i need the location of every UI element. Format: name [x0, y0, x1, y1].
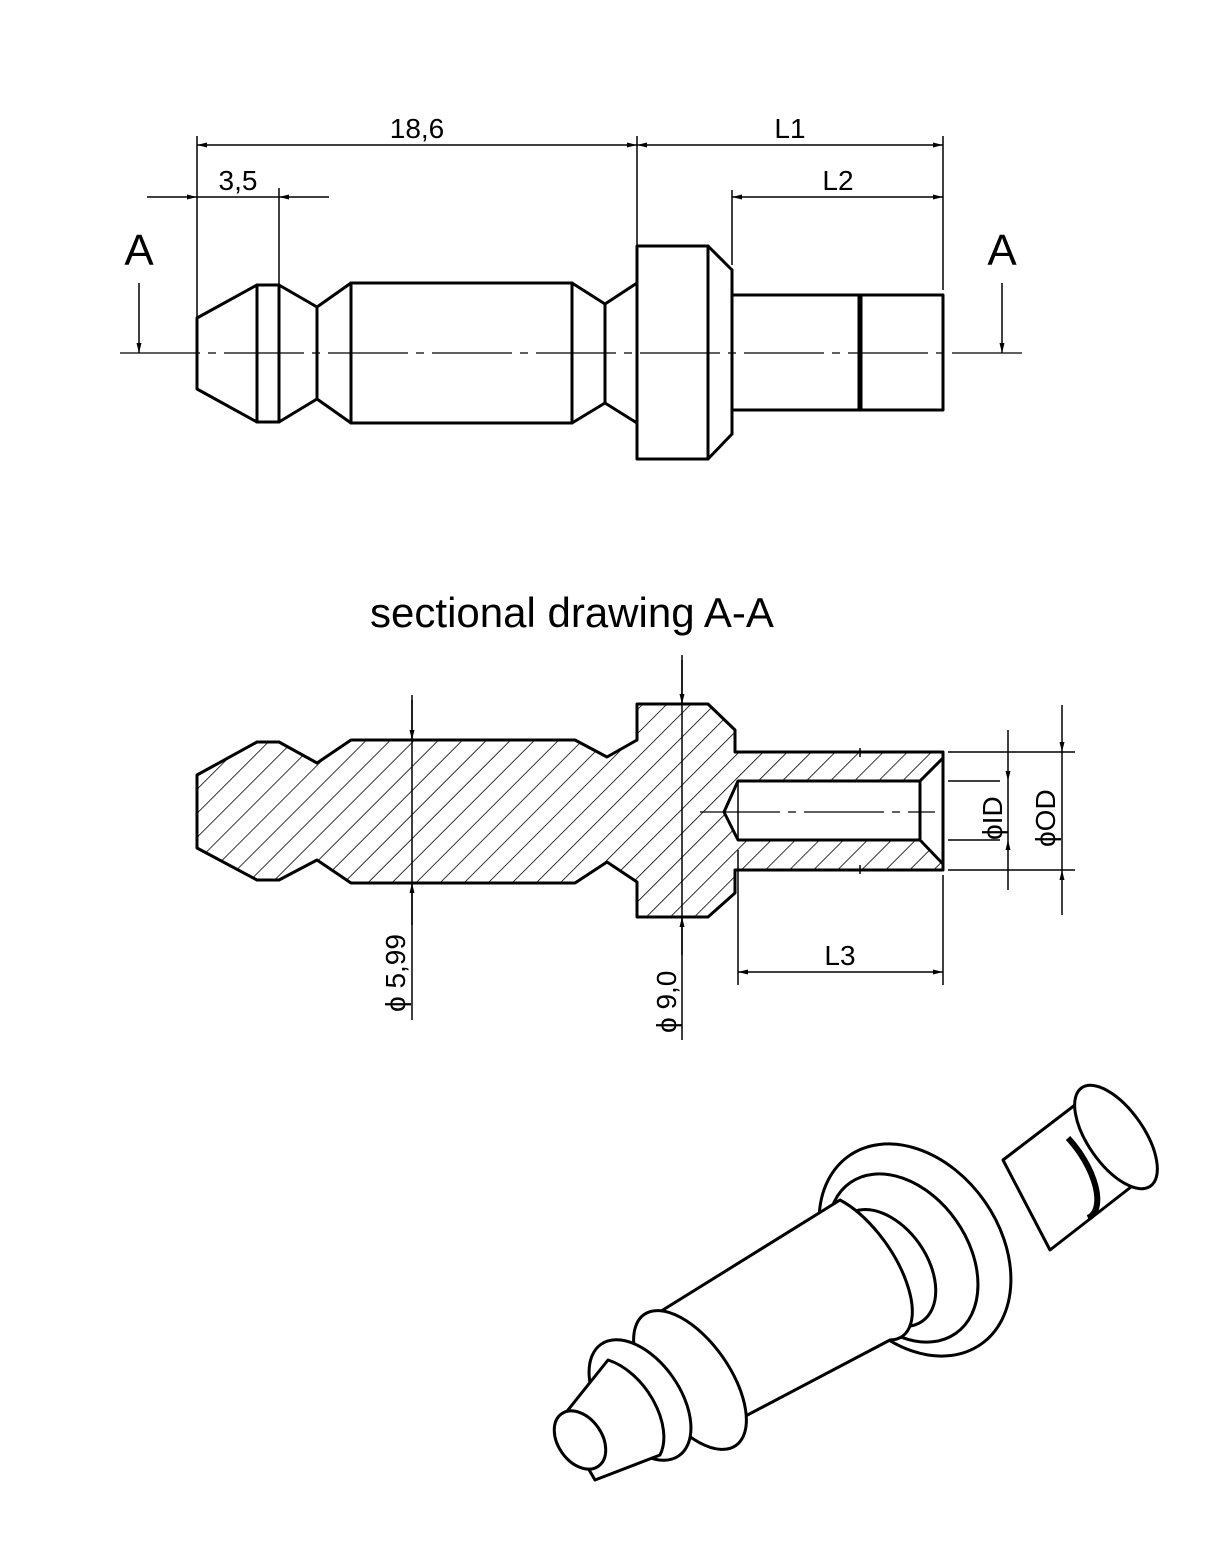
- section-marker-right: A: [987, 226, 1017, 275]
- side-view: 18,6 L1 L2 3,5 A A: [120, 113, 1022, 461]
- side-view-outline: [195, 244, 945, 461]
- section-title: sectional drawing A-A: [370, 589, 774, 636]
- hatched-section: [195, 702, 945, 919]
- dim-L1-label: L1: [774, 113, 805, 144]
- section-view: ϕ 5,99 ϕ 9,0 ϕID ϕOD L3: [195, 655, 1075, 1040]
- dia-OD-label: ϕOD: [1030, 789, 1061, 847]
- dia-ID-label: ϕID: [977, 796, 1008, 840]
- dim-3-5-label: 3,5: [219, 165, 258, 196]
- isometric-view: [552, 1083, 1159, 1482]
- section-marker-left: A: [124, 226, 154, 275]
- dim-L3-label: L3: [824, 940, 855, 971]
- dia-5-99-label: ϕ 5,99: [380, 934, 411, 1012]
- dia-9-0-label: ϕ 9,0: [651, 971, 682, 1033]
- dim-L2-label: L2: [822, 165, 853, 196]
- dim-18-6-label: 18,6: [390, 113, 445, 144]
